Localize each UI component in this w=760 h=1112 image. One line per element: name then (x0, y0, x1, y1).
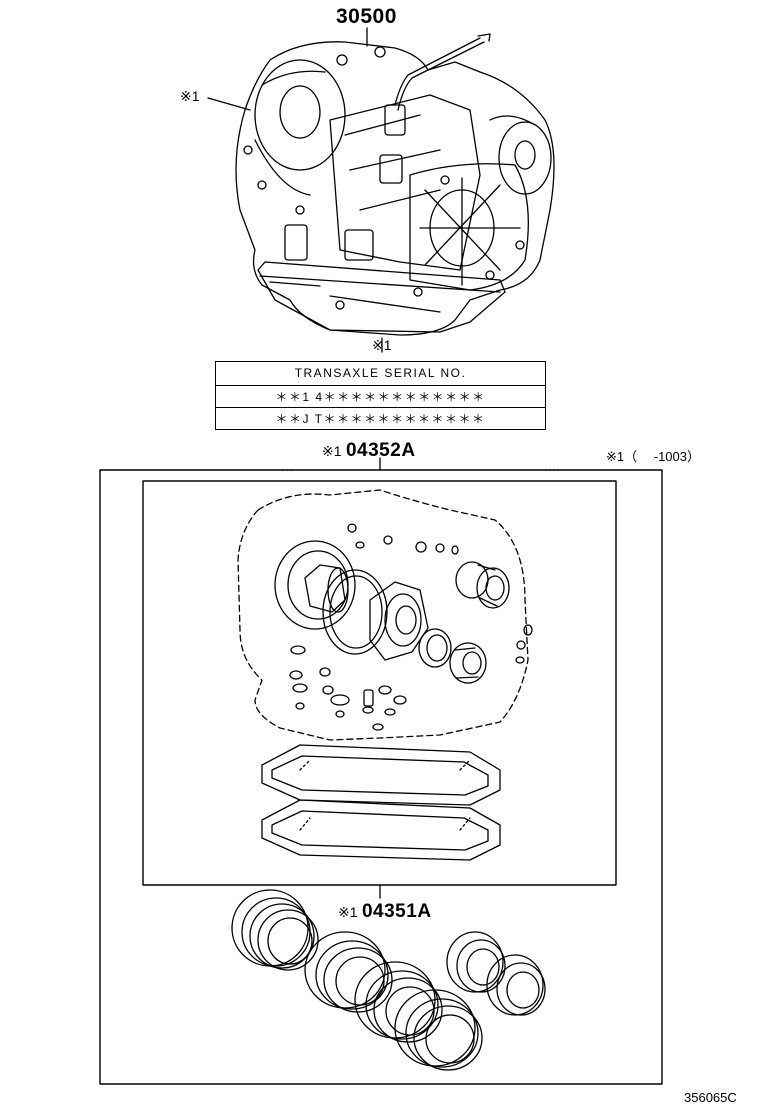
transaxle-part-number[interactable]: 30500 (336, 5, 397, 28)
serial-table-header: TRANSAXLE SERIAL NO. (294, 366, 467, 380)
clutch-kit-part-number[interactable]: 04351A (361, 901, 432, 922)
serial-note-mark: ※1 (372, 337, 392, 353)
diagram-id: 356065C (684, 1090, 737, 1105)
overhaul-kit-note-mark: ※1 (322, 443, 342, 459)
overhaul-kit-frame (99, 457, 663, 1085)
clutch-kit-note-mark: ※1 (338, 904, 358, 920)
serial-table-row: ＊＊1 4＊＊＊＊＊＊＊＊＊＊＊＊ (216, 384, 545, 408)
gasket-set-drawing (237, 489, 533, 861)
clutch-kit-callout: ※1 04351A (338, 901, 432, 923)
serial-number-table: TRANSAXLE SERIAL NO. ＊＊1 4＊＊＊＊＊＊＊＊＊＊＊＊ ＊… (215, 361, 546, 430)
overhaul-kit-part-number[interactable]: 04352A (345, 440, 416, 461)
transaxle-assembly-drawing (207, 27, 555, 353)
serial-range-note: ※1（ -1003） (606, 449, 700, 464)
serial-table-row: ＊＊J T＊＊＊＊＊＊＊＊＊＊＊＊ (216, 407, 545, 430)
overhaul-kit-callout: ※1 04352A (322, 440, 416, 462)
clutch-discs-drawing (231, 889, 546, 1071)
transaxle-note-mark: ※1 (180, 88, 200, 104)
